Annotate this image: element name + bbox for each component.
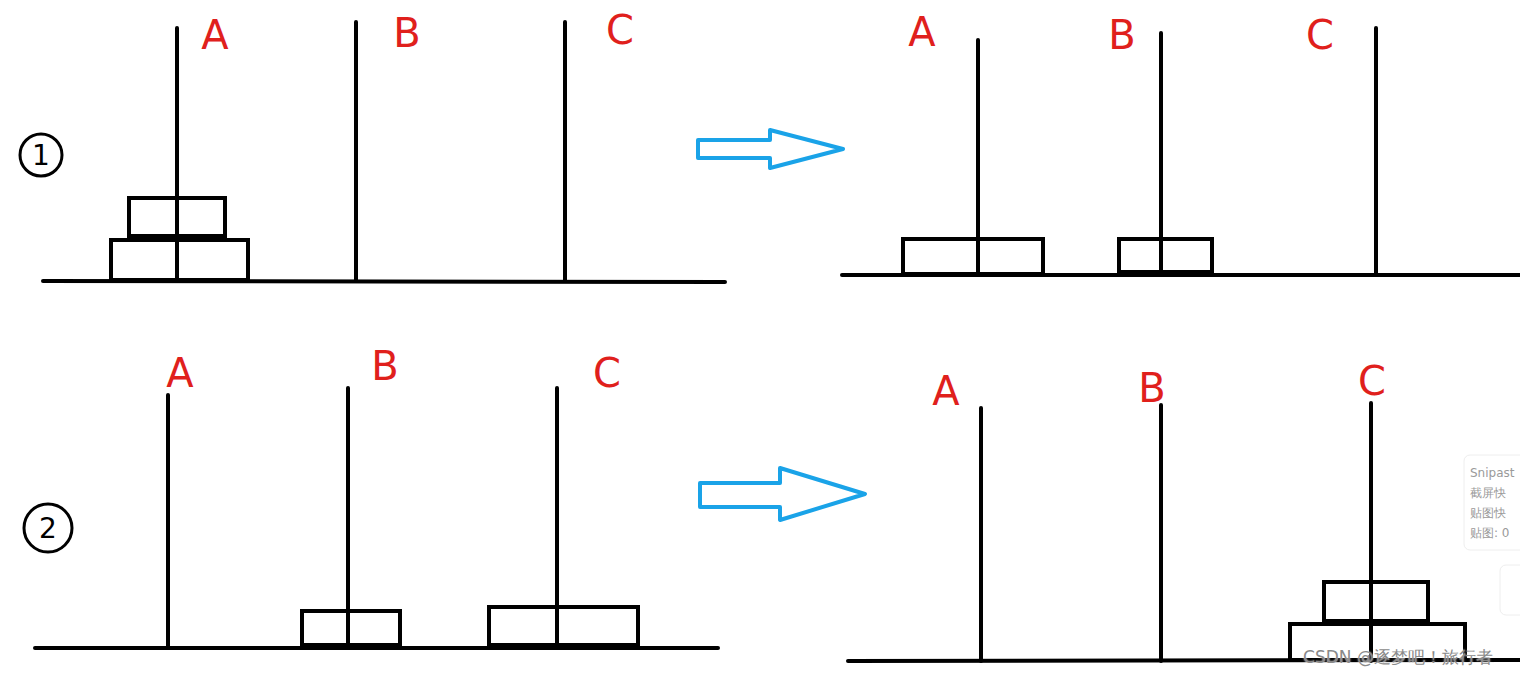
peg-label: B	[1108, 15, 1135, 55]
peg-rod	[175, 28, 179, 281]
peg-label: C	[593, 353, 621, 393]
tooltip-text: 贴图: 0	[1470, 526, 1510, 540]
peg-label: A	[166, 353, 193, 393]
step-number: 2	[39, 515, 57, 543]
small-disk	[129, 198, 225, 236]
large-disk	[111, 240, 248, 280]
peg-label: B	[1138, 368, 1165, 408]
large-disk	[489, 607, 638, 645]
peg-rod	[166, 395, 170, 648]
peg-label: C	[1358, 361, 1386, 401]
tooltip-text: 贴图快	[1470, 506, 1506, 520]
peg-rod	[354, 22, 358, 281]
peg-label: B	[393, 13, 420, 53]
peg-label: B	[371, 346, 398, 386]
peg-label: A	[932, 371, 959, 411]
peg-rod	[1374, 28, 1378, 275]
tooltip-text: Snipast	[1470, 466, 1514, 480]
tooltip-panel	[1464, 455, 1520, 550]
large-disk	[903, 239, 1043, 274]
step-circle	[20, 134, 62, 176]
peg-rod	[979, 408, 983, 661]
transition-arrow	[698, 130, 843, 168]
small-disk	[1119, 239, 1212, 272]
transition-arrow	[700, 468, 865, 520]
peg-label: A	[201, 15, 228, 55]
tooltip-text: 截屏快	[1470, 486, 1506, 500]
step-circle	[24, 504, 72, 552]
watermark: CSDN @逐梦吧！旅行者	[1303, 649, 1493, 666]
tooltip-panel	[1500, 565, 1520, 615]
peg-rod	[563, 22, 567, 281]
peg-label: A	[908, 12, 935, 52]
step-number: 1	[32, 142, 50, 170]
small-disk	[302, 611, 400, 645]
peg-label: C	[606, 10, 634, 50]
peg-rod	[1159, 405, 1163, 661]
small-disk	[1324, 582, 1428, 621]
peg-label: C	[1306, 15, 1334, 55]
